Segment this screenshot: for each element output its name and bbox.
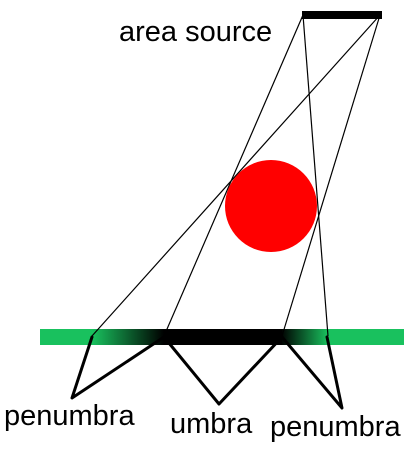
pointer-umbra xyxy=(162,335,284,406)
light-rays xyxy=(91,14,381,337)
label-penumbra-left: penumbra xyxy=(4,400,135,432)
occluder-sphere xyxy=(225,160,317,252)
ray-outer-right xyxy=(302,14,329,337)
label-pointers xyxy=(70,335,344,410)
umbra-region xyxy=(164,329,282,345)
label-penumbra-right: penumbra xyxy=(270,411,401,443)
pointer-penumbra-right xyxy=(280,335,344,410)
label-area-source: area source xyxy=(119,16,272,48)
ray-outer-left xyxy=(91,14,381,337)
ray-inner-left xyxy=(163,14,304,337)
pointer-penumbra-left xyxy=(70,335,166,400)
ray-inner-right xyxy=(281,14,381,337)
area-source-bar xyxy=(302,11,382,19)
label-umbra: umbra xyxy=(170,408,253,440)
